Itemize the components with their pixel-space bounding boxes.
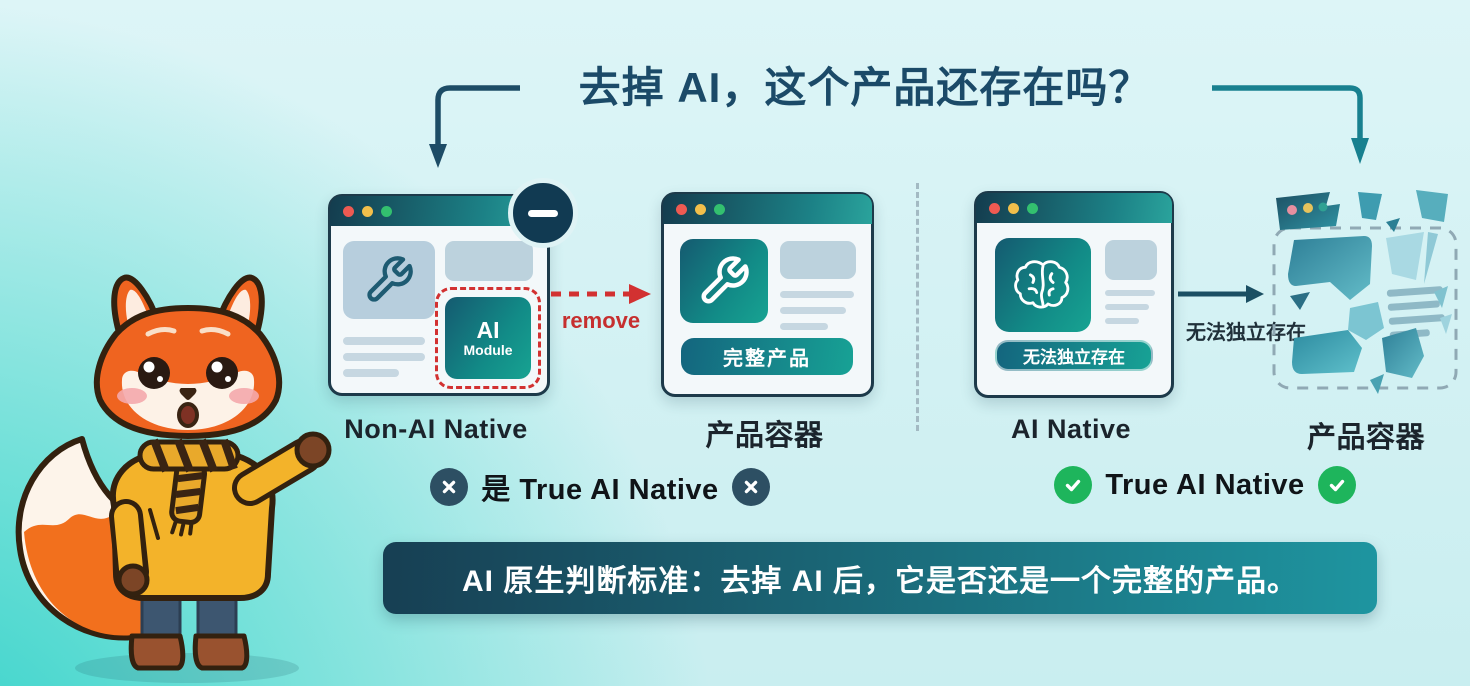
minus-badge-icon	[508, 178, 578, 248]
right-bracket-arrow-icon	[1212, 85, 1369, 164]
text-line	[780, 307, 846, 314]
text-line	[1105, 290, 1155, 296]
content-placeholder	[780, 241, 856, 279]
text-line	[343, 369, 399, 377]
remove-label: remove	[561, 308, 641, 333]
ai-module-dashed-outline: AI Module	[435, 287, 541, 389]
card-label-ai-native: AI Native	[1010, 414, 1132, 444]
check-icon	[1054, 466, 1093, 504]
yellow-dot-icon	[695, 203, 706, 215]
wrench-icon	[701, 256, 749, 304]
remove-arrow-icon	[551, 284, 651, 304]
x-icon	[731, 468, 770, 506]
red-dot-icon	[676, 203, 687, 215]
verdict-right: True AI Native	[1045, 466, 1365, 504]
verdict-left-text: 是 True AI Native	[481, 474, 719, 506]
green-dot-icon	[1027, 202, 1038, 214]
card-label-product-container-left: 产品容器	[705, 420, 824, 452]
text-line	[780, 291, 854, 298]
card-label-non-ai-native: Non-AI Native	[344, 414, 528, 444]
complete-product-pill: 完整产品	[681, 338, 853, 375]
x-icon	[430, 468, 469, 506]
ai-module-label: AI	[476, 317, 500, 343]
cannot-exist-pill: 无法独立存在	[995, 340, 1153, 371]
green-dot-icon	[714, 203, 725, 215]
yellow-dot-icon	[1008, 202, 1019, 214]
green-dot-icon	[381, 205, 392, 217]
fox-mascot	[15, 274, 332, 683]
text-line	[343, 337, 425, 345]
text-line	[1105, 318, 1139, 324]
left-bracket-arrow-icon	[429, 85, 520, 168]
section-divider	[916, 183, 919, 431]
ai-brain-tile	[995, 238, 1091, 332]
text-line	[1105, 304, 1149, 310]
ai-module-tile: AI Module	[445, 297, 531, 379]
content-placeholder	[445, 241, 533, 281]
verdict-right-text: True AI Native	[1105, 468, 1305, 501]
tool-tile	[680, 239, 768, 323]
brain-icon	[1014, 260, 1070, 309]
red-dot-icon	[989, 202, 1000, 214]
card-product-container-complete: 完整产品	[661, 192, 874, 397]
text-line	[343, 353, 425, 361]
check-icon	[1317, 466, 1356, 504]
verdict-left: 是 True AI Native	[420, 466, 780, 508]
cannot-exist-label: 无法独立存在	[1186, 322, 1306, 344]
shattered-window-graphic	[1272, 190, 1458, 394]
card-ai-native: 无法独立存在	[974, 191, 1174, 398]
ai-module-sublabel: Module	[463, 342, 513, 358]
window-titlebar	[663, 194, 872, 224]
window-titlebar	[976, 193, 1172, 223]
yellow-dot-icon	[362, 205, 373, 217]
cannot-exist-arrow-icon	[1178, 285, 1264, 303]
red-dot-icon	[343, 205, 354, 217]
tool-tile	[343, 241, 435, 319]
dashed-outline	[1272, 226, 1458, 390]
text-line	[780, 323, 828, 330]
content-placeholder	[1105, 240, 1157, 280]
criteria-banner: AI 原生判断标准：去掉 AI 后，它是否还是一个完整的产品。	[383, 542, 1377, 614]
wrench-icon	[367, 256, 413, 302]
page-title: 去掉 AI，这个产品还存在吗？	[578, 64, 1152, 111]
card-label-product-container-right: 产品容器	[1306, 422, 1425, 454]
